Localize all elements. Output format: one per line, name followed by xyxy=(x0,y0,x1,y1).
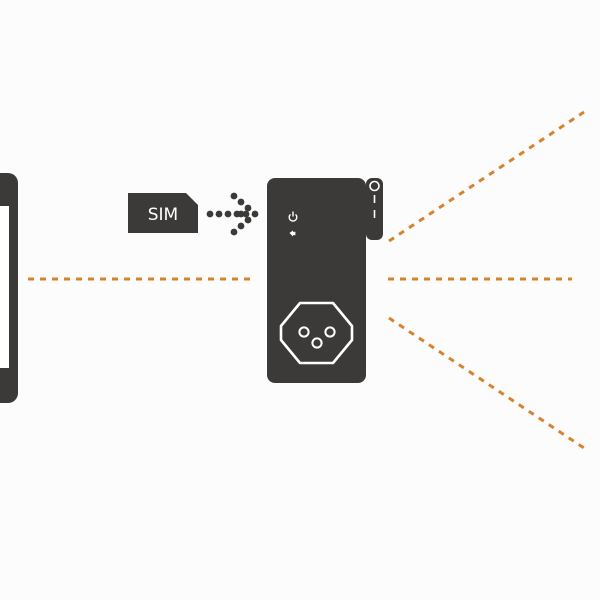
sim-card-icon: SIM xyxy=(128,193,198,233)
socket-pin-left xyxy=(298,326,310,338)
dotted-arrow-icon xyxy=(206,192,259,236)
speaker-icon xyxy=(289,230,296,237)
sim-card-body xyxy=(128,193,198,233)
sim-label: SIM xyxy=(148,205,178,225)
signal-line-lower xyxy=(388,316,585,450)
socket-pin-ground xyxy=(311,337,323,349)
device-body xyxy=(267,178,366,383)
signal-lines xyxy=(388,110,585,450)
smartphone-icon xyxy=(0,173,18,403)
signal-line-upper xyxy=(388,110,585,243)
socket-pin-right xyxy=(324,326,336,338)
smartphone-screen xyxy=(0,206,9,368)
power-icon xyxy=(288,211,298,222)
socket-outline xyxy=(279,301,354,365)
power-socket-icon xyxy=(279,301,354,365)
antenna-icon xyxy=(366,178,383,240)
gsm-socket-icon xyxy=(267,178,383,383)
